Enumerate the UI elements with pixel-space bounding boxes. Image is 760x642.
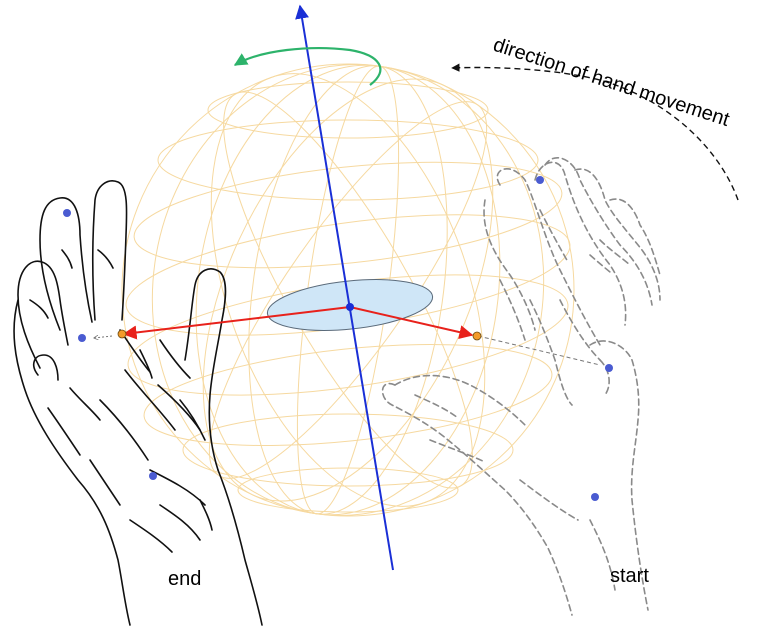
vector-left: [122, 306, 351, 340]
start-hand: [381, 157, 661, 616]
right-endpoint: [472, 331, 482, 341]
direction-label: direction of hand movement: [490, 34, 732, 131]
markers: [63, 176, 613, 501]
end-label: end: [168, 568, 201, 590]
center-point: [346, 303, 354, 311]
right-dashed-line: [477, 335, 601, 366]
start-label: start: [610, 565, 649, 587]
rotation-axis: [295, 4, 394, 571]
marker: [605, 364, 613, 372]
marker: [78, 334, 86, 342]
marker: [536, 176, 544, 184]
curved-arrow-icon: [233, 47, 382, 86]
marker: [149, 472, 157, 480]
left-dashed-arrow: [94, 336, 113, 338]
marker: [63, 209, 71, 217]
left-endpoint: [117, 329, 127, 339]
marker: [591, 493, 599, 501]
vector-right: [349, 306, 474, 340]
